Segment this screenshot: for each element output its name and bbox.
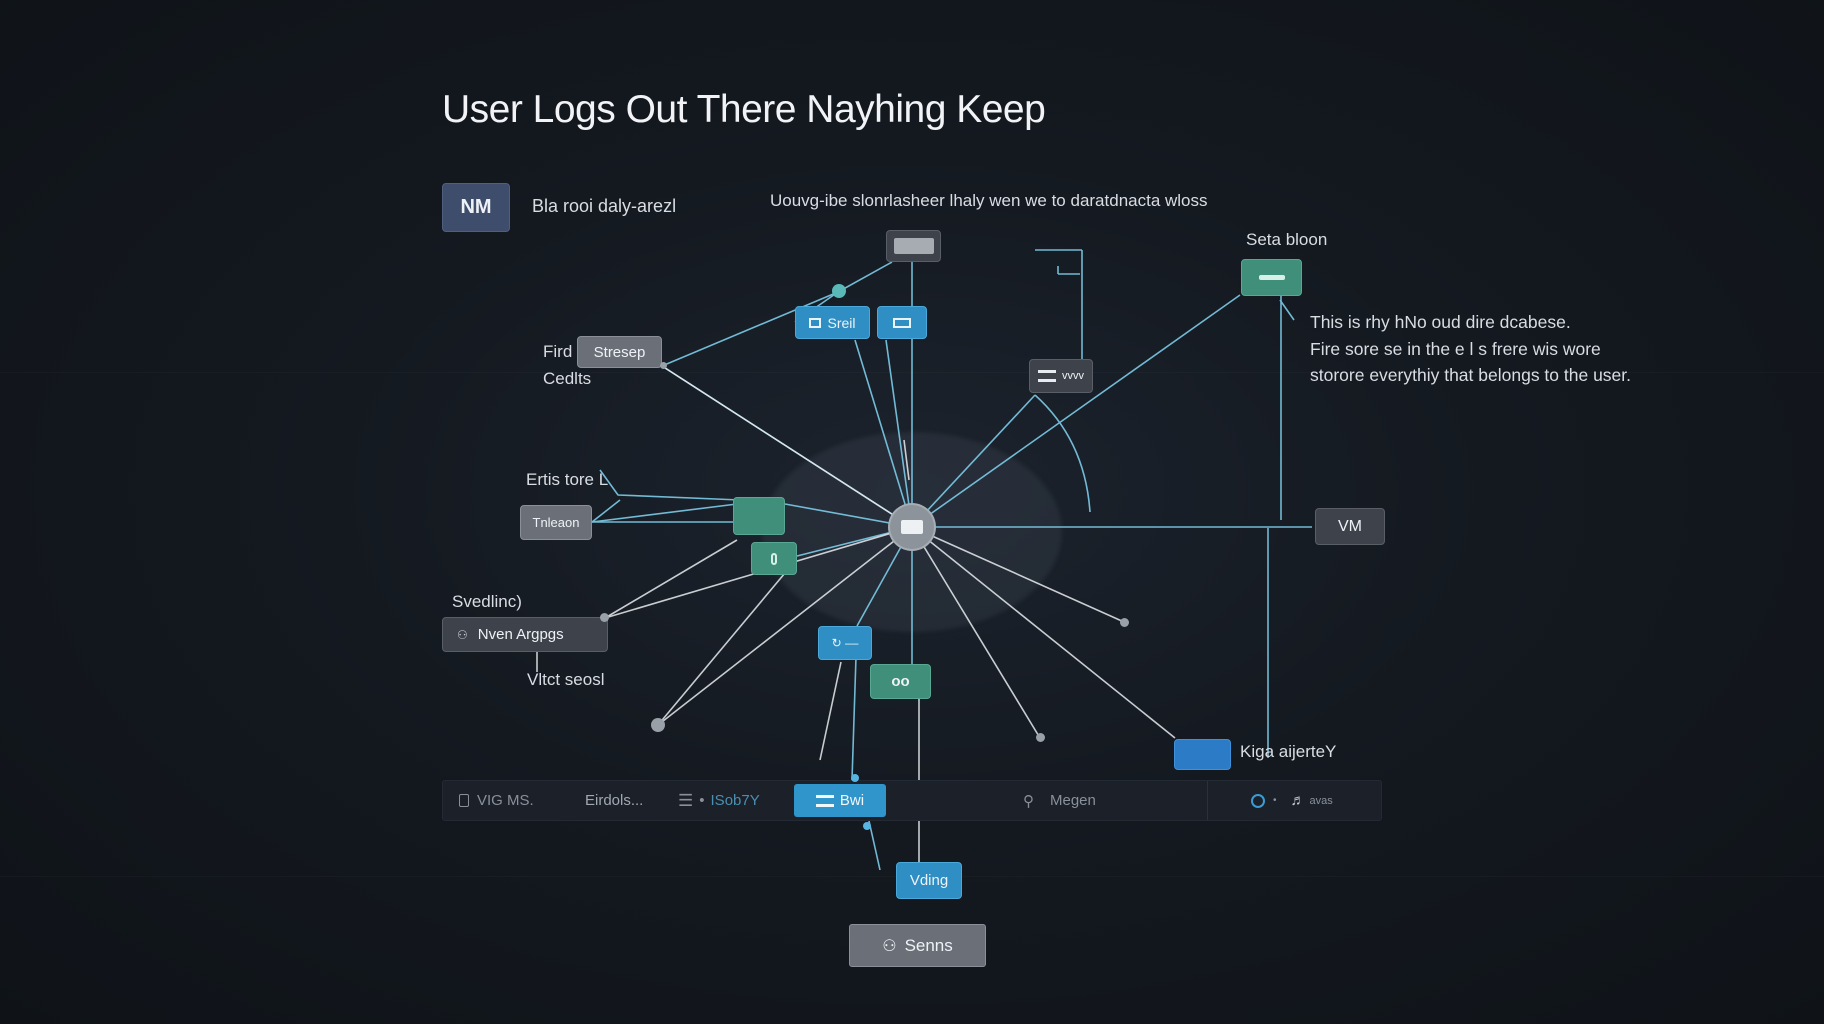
toolbar-item-isob[interactable]: ☰ • ISob7Y — [678, 781, 760, 820]
seta-bloon-node[interactable] — [1241, 259, 1302, 296]
link-hub-up — [903, 439, 910, 481]
small-blue-node[interactable]: ↻ –– — [818, 626, 872, 660]
label-kiga: Kiga aijerteY — [1240, 742, 1337, 761]
toolbar-search-label: Megen — [1050, 792, 1096, 809]
link-white-dot-bottom — [911, 526, 1041, 739]
vm-node[interactable]: VM — [1315, 508, 1385, 545]
diagram-subtitle: Uouvg-ibe slonrlasheer lhaly wen we to d… — [770, 191, 1208, 210]
label-svedlinc: Svedlinc) — [452, 592, 522, 611]
label-ertis-tore: Ertis tore L — [526, 470, 609, 489]
link-tnleaon-stub — [591, 499, 621, 523]
search-icon: ⚲ — [1023, 792, 1034, 810]
link-note-bracket — [1279, 299, 1295, 321]
link-hub-mini — [885, 339, 913, 528]
link-teal-nven — [604, 539, 738, 619]
link-blue-down — [819, 661, 842, 761]
page-title: User Logs Out There Nayhing Keep — [442, 88, 1046, 131]
nven-argpgs-node[interactable]: ⚇ Nven Argpgs — [442, 617, 608, 652]
senns-button[interactable]: ⚇ Senns — [849, 924, 986, 967]
endpoint-dot — [1036, 733, 1045, 742]
connector-dot — [660, 362, 667, 369]
toolbar-item-isob-label: ISob7Y — [710, 792, 760, 809]
label-viltct-seosl: Vltct seosl — [527, 670, 605, 689]
logo-icon[interactable]: NM — [442, 183, 510, 232]
senns-label: Senns — [904, 935, 953, 955]
hub-icon[interactable] — [890, 505, 934, 549]
kiga-node[interactable] — [1174, 739, 1231, 770]
link-ertis — [599, 469, 741, 501]
note-line-2: Fire sore se in the e l s frere wis wore — [1310, 339, 1601, 359]
people-icon: ⚇ — [882, 937, 897, 955]
link-stream-dot — [661, 291, 839, 367]
sreil-label: Sreil — [827, 314, 856, 331]
link-teal-dot — [657, 572, 786, 726]
toolbar-item-avas-label: avas — [1309, 794, 1333, 807]
link-toolbar-vding — [866, 811, 881, 871]
link-arc — [1034, 394, 1091, 513]
nven-argpgs-label: Nven Argpgs — [477, 626, 564, 643]
caret-icon: • — [1273, 795, 1277, 806]
teal-connector-dot — [832, 284, 846, 298]
people-icon: ⚇ — [457, 627, 468, 642]
settings-icon — [1251, 793, 1265, 808]
stream-node[interactable]: Stresep — [577, 336, 662, 368]
mini-vvv-label: vvvv — [1062, 370, 1084, 382]
oo-node[interactable]: oo — [870, 664, 931, 699]
bullet-icon: • — [699, 792, 705, 809]
link-white-dot-right — [911, 526, 1125, 623]
mini-blue-node[interactable] — [877, 306, 927, 339]
toolbar-item-settings[interactable]: • ♬avas — [1251, 781, 1333, 820]
sreil-node[interactable]: Sreil — [795, 306, 870, 339]
link-tnleaon-teal — [591, 503, 738, 523]
teal-box-node[interactable] — [733, 497, 785, 535]
card-icon — [893, 317, 911, 328]
endpoint-dot — [651, 718, 665, 732]
list-icon — [815, 794, 834, 807]
dark-list-node[interactable]: vvvv — [1029, 359, 1093, 393]
toolbar-divider — [1207, 781, 1208, 820]
link-hub-sreil — [854, 339, 913, 528]
toolbar-search[interactable]: ⚲ Megen — [1023, 781, 1096, 820]
top-window-node[interactable] — [886, 230, 941, 262]
vding-node[interactable]: Vding — [896, 862, 962, 899]
label-fird: Fird — [543, 342, 573, 361]
label-credits: Cedlts — [543, 369, 592, 388]
menu-icon — [1038, 370, 1056, 382]
bottom-toolbar: VIG MS. Eirdols... ☰ • ISob7Y Bwi ⚲ Megen •… — [442, 780, 1382, 821]
tnleaon-node[interactable]: Tnleaon — [520, 505, 592, 540]
toolbar-item-vig-label: VIG MS. — [477, 792, 534, 809]
link-hub-seta — [911, 294, 1241, 528]
toolbar-item-active[interactable]: Bwi — [794, 784, 886, 817]
toolbar-item-vig[interactable]: VIG MS. — [459, 781, 534, 820]
logo-label: Bla rooi daly-arezl — [532, 196, 677, 216]
label-seta-bloon: Seta bloon — [1246, 230, 1328, 249]
window-icon — [893, 238, 934, 254]
link-white-stream — [661, 365, 913, 528]
toolbar-item-active-label: Bwi — [839, 792, 865, 809]
sound-icon: ♬ — [1290, 792, 1306, 809]
connector-dot — [600, 613, 609, 622]
lock-icon — [809, 317, 822, 328]
connector-dot — [851, 774, 859, 782]
menu-icon: ☰ — [678, 790, 694, 810]
teal-small-node[interactable] — [751, 542, 797, 575]
endpoint-dot — [1120, 618, 1129, 627]
connector-dot — [863, 822, 871, 830]
toolbar-item-eirdols[interactable]: Eirdols... — [585, 792, 644, 809]
note-line-1: This is rhy hNo oud dire dcabese. — [1310, 312, 1571, 332]
bottle-icon — [771, 552, 777, 565]
link-white-dot-left — [657, 526, 913, 726]
link-dot-top — [837, 261, 893, 293]
link-white-kiga — [911, 526, 1176, 739]
lock-icon — [459, 794, 469, 807]
link-hub-dark — [911, 394, 1036, 528]
dash-icon — [1258, 275, 1285, 280]
note-line-3: storore everythiy that belongs to the us… — [1310, 365, 1632, 385]
